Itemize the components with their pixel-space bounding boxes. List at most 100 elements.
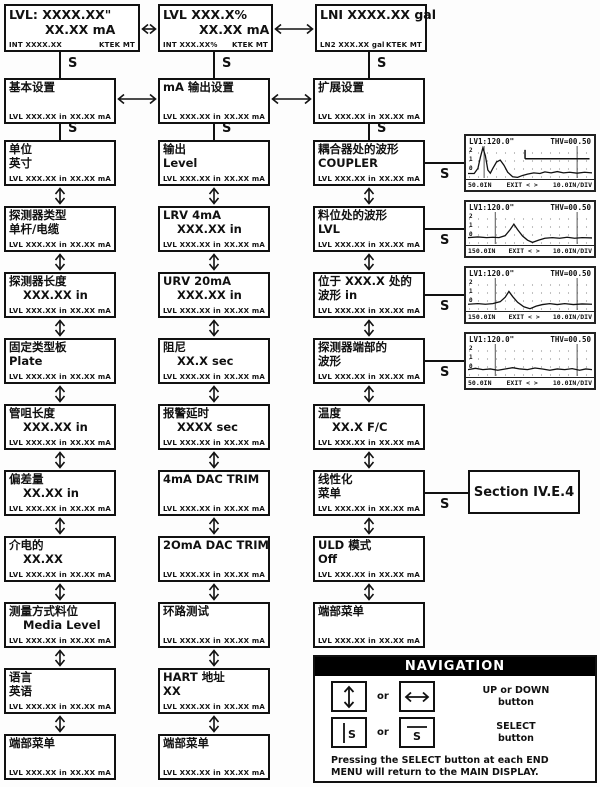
screen-text-line: mA 输出设置	[163, 80, 234, 94]
waveform-scale-label: 10.0IN/DIV	[552, 181, 592, 189]
status-left: LVL XXX.XX in	[9, 703, 67, 711]
updown-arrow-icon	[208, 649, 220, 667]
status-right: XX.XX mA	[379, 373, 420, 381]
screen-text-line: 固定类型板	[9, 340, 67, 354]
waveform-axis-label: 1	[469, 354, 473, 361]
screen-text-line: URV 20mA	[163, 274, 231, 288]
waveform-axis-label: 0	[469, 363, 473, 370]
updown-arrow-button-icon	[331, 681, 367, 712]
screen-text-line: 单位	[9, 142, 32, 156]
waveform-scale-label: 10.0IN/DIV	[552, 313, 592, 321]
status-right: XX.XX mA	[224, 571, 265, 579]
waveform-threshold-readout: THV=00.50	[550, 335, 591, 344]
status-right: XX.XX mA	[70, 637, 111, 645]
updown-arrow-icon	[363, 187, 375, 205]
screen-text-line: Level	[163, 155, 198, 170]
screen-text-line: 2OmA DAC TRIM	[163, 538, 269, 552]
screen-text-line: ULD 模式	[318, 538, 372, 552]
status-left: LVL XXX.XX in	[9, 637, 67, 645]
connector-line	[425, 360, 464, 362]
select-label: S	[68, 121, 78, 136]
status-right: XX.XX mA	[379, 175, 420, 183]
status-left: LVL XXX.XX in	[318, 505, 376, 513]
status-left: LVL XXX.XX in	[318, 637, 376, 645]
status-left: LVL XXX.XX in	[163, 175, 221, 183]
waveform-axis-label: 1	[469, 288, 473, 295]
svg-text:S: S	[348, 728, 356, 741]
leftright-arrow-icon	[141, 20, 157, 35]
status-left: LVL XXX.XX in	[163, 769, 221, 777]
screen-text-line: 波形	[318, 353, 341, 368]
waveform-level-readout: LV1:120.0"	[469, 269, 515, 278]
section-reference-label: Section IV.E.4	[473, 484, 575, 500]
waveform-range-label: 50.0IN	[468, 181, 492, 189]
status-left: LVL XXX.XX in	[9, 307, 67, 315]
updown-arrow-icon	[208, 451, 220, 469]
status-left: INT XXX.XX%	[163, 41, 218, 49]
status-right: XX.XX mA	[379, 307, 420, 315]
screen-text-line: LRV 4mA	[163, 208, 221, 222]
screen-text-line: XXX.XX in	[177, 287, 242, 302]
waveform-range-label: 50.0IN	[468, 379, 492, 387]
screen-text-line: 英寸	[9, 155, 32, 170]
status-right: XX.XX mA	[224, 373, 265, 381]
screen-text-line: 端部菜单	[9, 736, 55, 750]
connector-line	[425, 492, 468, 494]
screen-text-line: XX.XX	[23, 551, 63, 566]
status-left: LVL XXX.XX in	[163, 505, 221, 513]
connector-line	[59, 124, 61, 140]
screen-text-line: 端部菜单	[163, 736, 209, 750]
screen-text-line: XXXX sec	[177, 419, 238, 434]
updown-arrow-icon	[54, 451, 66, 469]
select-label: S	[440, 497, 450, 512]
updown-arrow-icon	[54, 385, 66, 403]
navigation-note: Pressing the SELECT button at each END M…	[331, 755, 549, 779]
status-left: LVL XXX.XX in	[163, 703, 221, 711]
status-left: LVL XXX.XX in	[163, 307, 221, 315]
select-label: S	[68, 56, 78, 71]
screen-text-line: 测量方式料位	[9, 604, 78, 618]
connector-line	[425, 162, 464, 164]
status-right: XX.XX mA	[379, 113, 420, 121]
select-label: S	[377, 56, 387, 71]
screen-text-line: COUPLER	[318, 155, 379, 170]
updown-caption: UP or DOWN button	[482, 684, 550, 708]
status-right: XX.XX mA	[70, 571, 111, 579]
screen-text-line: 报警延时	[163, 406, 209, 420]
status-right: KTEK MT	[99, 41, 135, 49]
navigation-row-updown: or UP or DOWN button	[331, 681, 595, 712]
waveform-exit-label: EXIT < >	[508, 247, 540, 255]
waveform-threshold-readout: THV=00.50	[550, 203, 591, 212]
updown-arrow-icon	[54, 319, 66, 337]
waveform-level-readout: LV1:120.0"	[469, 203, 515, 212]
navigation-title: NAVIGATION	[315, 657, 595, 676]
status-left: LVL XXX.XX in	[9, 439, 67, 447]
waveform-level-readout: LV1:120.0"	[469, 137, 515, 146]
status-right: XX.XX mA	[70, 703, 111, 711]
waveform-trace	[468, 146, 592, 178]
waveform-axis-label: 0	[469, 297, 473, 304]
status-right: XX.XX mA	[379, 241, 420, 249]
screen-text-line: 阻尼	[163, 340, 186, 354]
connector-line	[368, 124, 370, 140]
